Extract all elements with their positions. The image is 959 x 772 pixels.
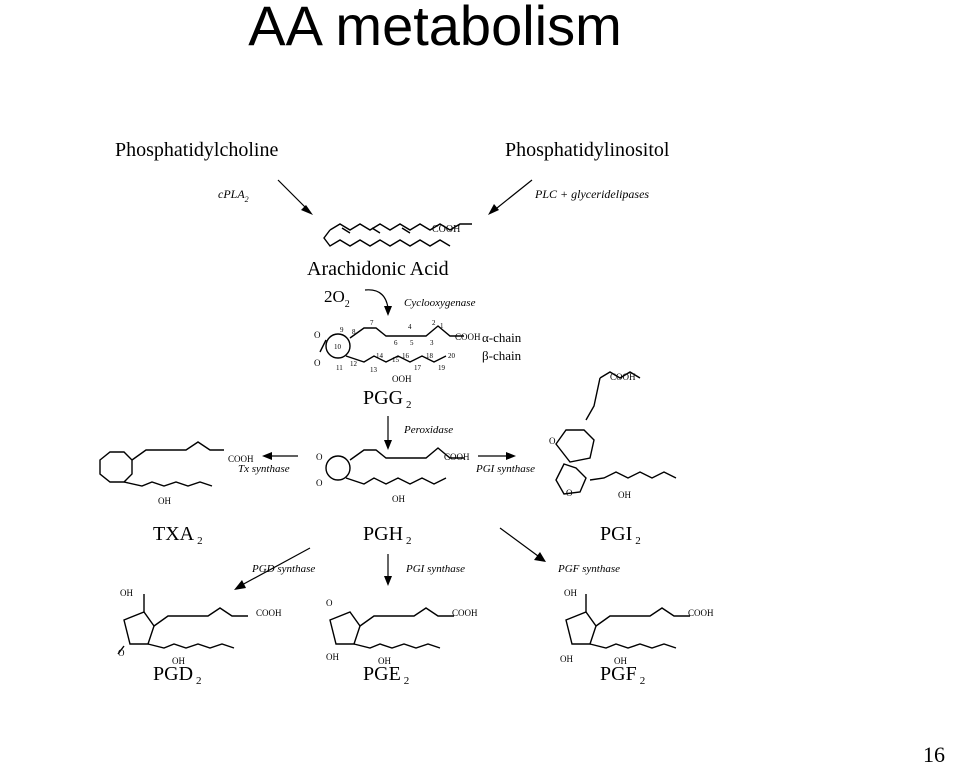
peroxidase-label: Peroxidase <box>403 424 453 436</box>
pgg2-ooh: OOH <box>392 374 412 384</box>
carbon-16: 16 <box>402 352 410 360</box>
pge2-o: O <box>326 598 333 608</box>
pgi2-oh: OH <box>618 490 631 500</box>
pgd-synthase-arrowhead <box>234 580 246 590</box>
pgf2-oh-top: OH <box>564 588 577 598</box>
carbon-14: 14 <box>376 352 384 360</box>
pgd2-oh-top: OH <box>120 588 133 598</box>
pgg2-structure <box>319 325 464 363</box>
pgg2-o2: O <box>314 358 321 368</box>
carbon-8: 8 <box>352 328 356 336</box>
pgd2-structure <box>117 594 248 655</box>
pgi2-o-ketone: O <box>566 488 573 498</box>
tx-synthase-label: Tx synthase <box>238 463 290 475</box>
cyclooxygenase-label: Cyclooxygenase <box>404 297 476 309</box>
carbon-12: 12 <box>350 360 358 368</box>
pge2-oh-ring: OH <box>326 652 339 662</box>
carbon-18: 18 <box>426 352 434 360</box>
cpla2-label: cPLA2 <box>218 187 249 204</box>
txa2-structure <box>99 441 224 487</box>
carbon-17: 17 <box>414 364 422 372</box>
pgh2-oh: OH <box>392 494 405 504</box>
plc-label: PLC + glyceridelipases <box>534 187 649 201</box>
carbon-10: 10 <box>334 343 342 351</box>
arachidonic-acid-label: Arachidonic Acid <box>307 258 449 280</box>
pge2-cooh: COOH <box>452 608 478 618</box>
phosphatidylinositol-label: Phosphatidylinositol <box>505 139 670 161</box>
carbon-6: 6 <box>394 339 398 347</box>
pgh2-structure <box>325 447 464 485</box>
pgg2-cooh: COOH <box>455 332 481 342</box>
carbon-5: 5 <box>410 339 414 347</box>
pgd2-cooh: COOH <box>256 608 282 618</box>
pgf-synthase-label: PGF synthase <box>557 563 620 575</box>
aa-cooh: COOH <box>432 224 460 235</box>
arachidonic-acid-structure <box>323 223 472 247</box>
carbon-7: 7 <box>370 319 374 327</box>
txa2-oh: OH <box>158 496 171 506</box>
pgg2-carbon-numbers: 1 2 3 4 5 6 7 8 9 10 11 12 13 14 15 16 1… <box>334 319 456 374</box>
carbon-15: 15 <box>392 356 400 364</box>
pgf2-oh: OH <box>614 656 627 666</box>
carbon-19: 19 <box>438 364 446 372</box>
pgd2-oh: OH <box>172 656 185 666</box>
pgh2-o2: O <box>316 478 323 488</box>
pgi-synthase-center-label: PGI synthase <box>405 563 465 575</box>
peroxidase-arrowhead <box>384 440 392 450</box>
cpla2-arrowhead <box>301 205 313 215</box>
carbon-4: 4 <box>408 323 412 331</box>
pgf2-structure <box>565 594 690 649</box>
beta-chain-label: β-chain <box>482 348 522 363</box>
pge2-oh: OH <box>378 656 391 666</box>
tx-synthase-arrowhead <box>262 452 272 460</box>
slide-title: AA metabolism <box>248 0 622 57</box>
pgf2-cooh: COOH <box>688 608 714 618</box>
carbon-11: 11 <box>336 364 343 372</box>
o2-curved-arrow <box>364 289 389 309</box>
pge2-structure <box>329 607 454 649</box>
pgi2-structure <box>555 371 677 495</box>
carbon-20: 20 <box>448 352 456 360</box>
aa-metabolism-diagram: Phosphatidylcholine Phosphatidylinositol… <box>99 139 714 687</box>
pgd-synthase-label: PGD synthase <box>251 563 315 575</box>
pgf-synthase-arrowhead <box>534 552 546 562</box>
phosphatidylcholine-label: Phosphatidylcholine <box>115 139 278 161</box>
pgd-synthase-arrow <box>239 547 311 587</box>
pgi-synthase-center-arrowhead <box>384 576 392 586</box>
pgf-synthase-arrow <box>499 527 539 557</box>
pgh2-o1: O <box>316 452 323 462</box>
o2-label: 2O2 <box>324 287 350 310</box>
pgh2-cooh: COOH <box>444 452 470 462</box>
pgi2-cooh: COOH <box>610 372 636 382</box>
carbon-9: 9 <box>340 326 344 334</box>
pgf2-oh-ring: OH <box>560 654 573 664</box>
carbon-3: 3 <box>430 339 434 347</box>
page-number: 16 <box>923 742 945 767</box>
pgi-synthase-right-label: PGI synthase <box>475 463 535 475</box>
plc-arrowhead <box>488 204 499 215</box>
cyclooxygenase-arrowhead <box>384 306 392 316</box>
pgg2-o1: O <box>314 330 321 340</box>
alpha-chain-label: α-chain <box>482 330 522 345</box>
pgi-synthase-right-arrowhead <box>506 452 516 460</box>
carbon-13: 13 <box>370 366 378 374</box>
pgi2-o-ring: O <box>549 436 556 446</box>
plc-arrow <box>491 179 533 213</box>
pgd2-o: O <box>118 648 125 658</box>
carbon-1: 1 <box>440 322 444 330</box>
txa2-cooh: COOH <box>228 454 254 464</box>
carbon-2: 2 <box>432 319 436 327</box>
